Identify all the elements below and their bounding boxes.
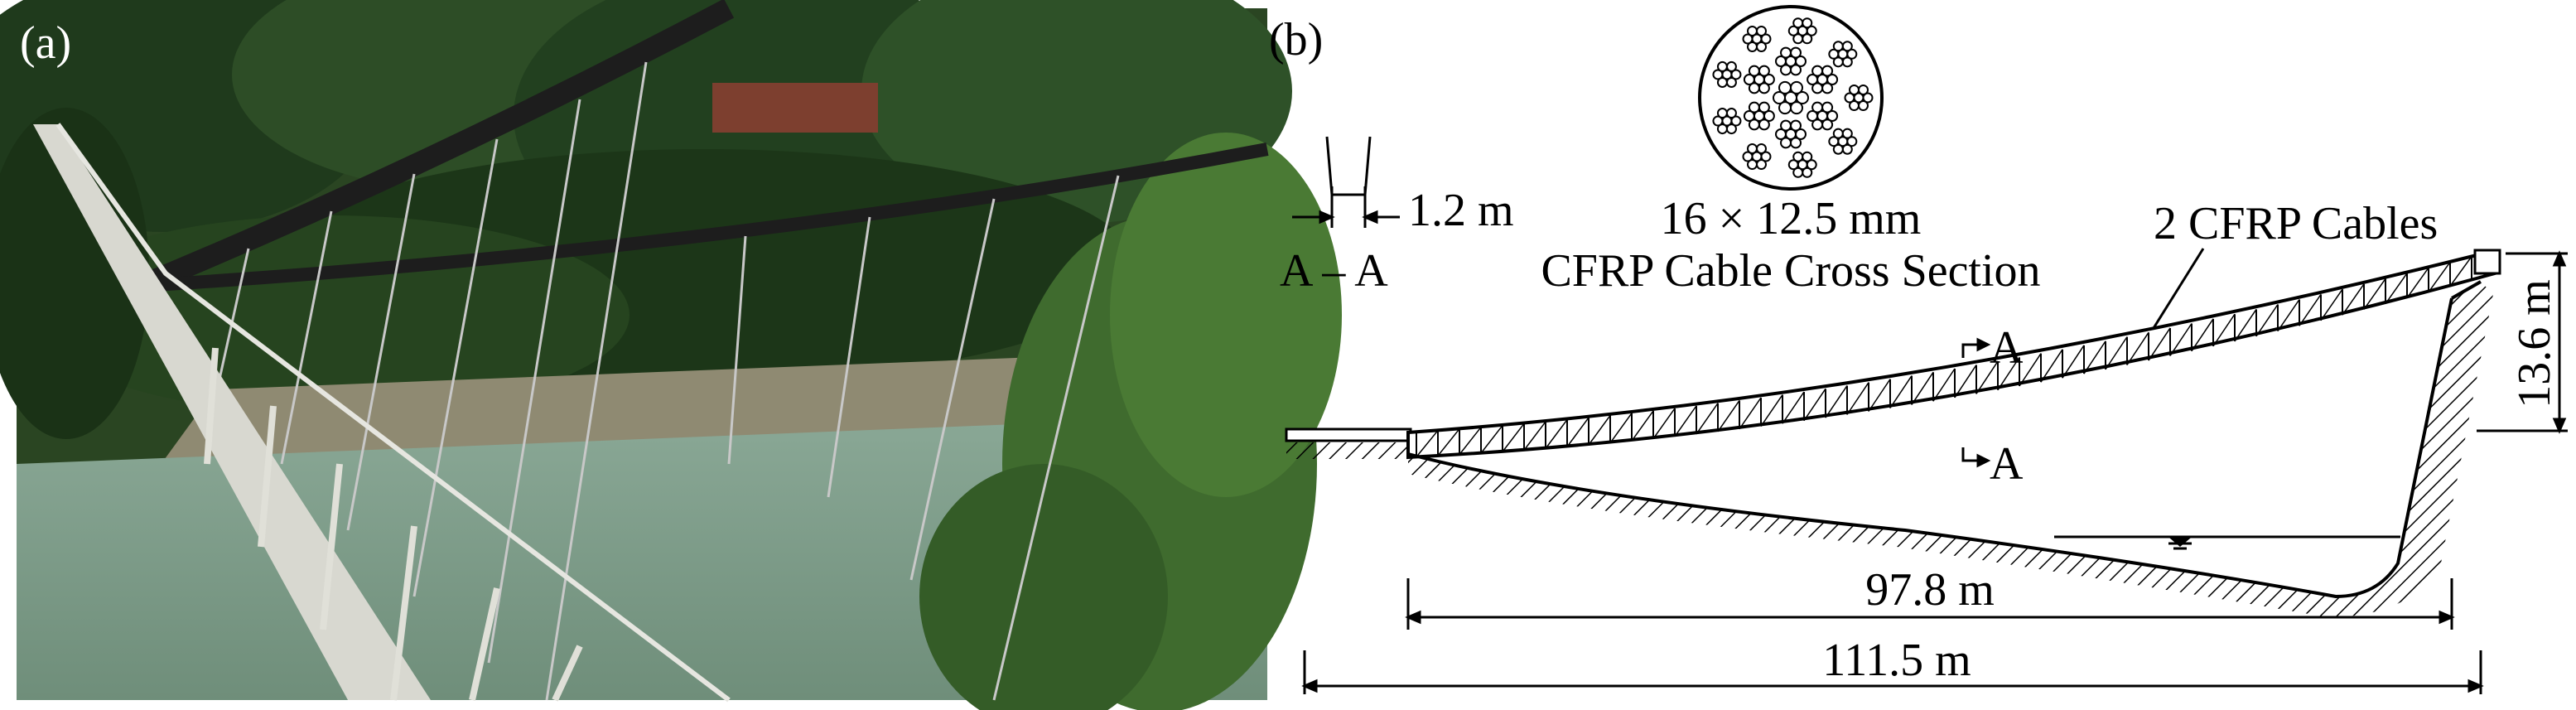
river-valley-profile bbox=[1407, 280, 2493, 617]
section-mark-bottom-label: A bbox=[1990, 438, 2024, 490]
panel-b-label: (b) bbox=[1269, 14, 1323, 65]
height-dimension-label: 13.6 m bbox=[2509, 279, 2560, 408]
cable-size-label: 16 × 12.5 mm bbox=[1661, 193, 1922, 244]
deck-railing bbox=[55, 123, 731, 703]
cfrp-cables-label: 2 CFRP Cables bbox=[2154, 198, 2438, 249]
main-cable-near bbox=[137, 0, 735, 297]
inner-span-label: 97.8 m bbox=[1865, 564, 1995, 616]
section-mark-top-label: A bbox=[1990, 322, 2024, 374]
hangers bbox=[214, 61, 1120, 701]
bridge-diagram: (b) 16 × 12.5 mm CFRP Cable Cross Sectio… bbox=[1269, 5, 2568, 694]
deck-truss bbox=[1406, 249, 2501, 460]
water-level bbox=[2054, 535, 2400, 550]
section-mark-bottom bbox=[1961, 447, 1991, 468]
inner-span-dimension bbox=[1405, 578, 2455, 630]
deck-posts bbox=[204, 347, 583, 702]
foliage-foreground bbox=[0, 108, 1342, 710]
cable-cross-section bbox=[1698, 5, 1884, 191]
width-dimension-label: 1.2 m bbox=[1408, 185, 1514, 236]
truss-members bbox=[1416, 256, 2472, 457]
cable-strands bbox=[1712, 17, 1874, 178]
total-span-dimension bbox=[1301, 650, 2484, 694]
total-span-label: 111.5 m bbox=[1822, 635, 1971, 686]
panel-a-label: (a) bbox=[20, 17, 71, 69]
section-a-a-label: A – A bbox=[1280, 245, 1388, 297]
bridge-photo: (a) bbox=[0, 0, 1342, 710]
left-abutment bbox=[1285, 427, 1412, 459]
section-a-a-detail bbox=[1292, 136, 1400, 228]
cross-section-caption: CFRP Cable Cross Section bbox=[1541, 245, 2040, 297]
section-mark-top bbox=[1961, 337, 1991, 358]
height-dimension bbox=[2477, 250, 2568, 434]
